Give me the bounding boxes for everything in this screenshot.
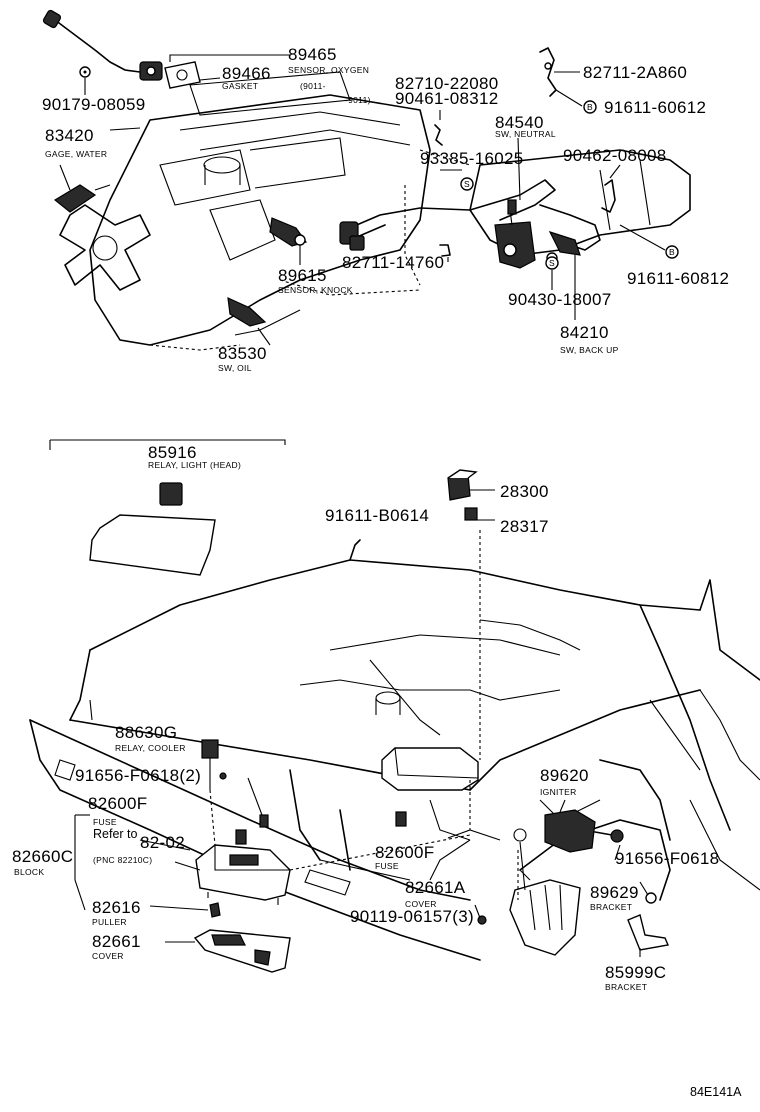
label-82661-name: COVER: [92, 951, 124, 961]
relay-inset: [49, 439, 286, 576]
marker-b-label: B: [587, 102, 593, 112]
label-91611-b0614: 91611-B0614: [325, 506, 429, 525]
label-82616-name: PULLER: [92, 917, 127, 927]
cooler-relay-icon: [201, 739, 219, 790]
label-pnc: (PNC 82210C): [93, 855, 152, 865]
igniter-icon: [544, 809, 624, 853]
label-90179: 90179-08059: [42, 95, 146, 114]
label-82661: 82661: [92, 932, 141, 951]
fan-icon: [59, 204, 151, 291]
label-82660c: 82660C: [12, 847, 73, 866]
label-82600f-b-name: FUSE: [375, 861, 399, 871]
label-range-b: -9011): [345, 95, 371, 105]
label-84210-name: SW, BACK UP: [560, 345, 619, 355]
screw-icon-2: [219, 772, 227, 780]
neutral-switch-icon: [494, 199, 536, 269]
label-83420: 83420: [45, 126, 94, 145]
marker-s2-label: S: [549, 258, 555, 268]
label-89620: 89620: [540, 766, 589, 785]
marker-s: S: [460, 177, 474, 191]
label-90461: 90461-08312: [395, 89, 499, 108]
marker-s2: S: [545, 256, 559, 270]
label-89615-name: SENSOR, KNOCK: [278, 285, 353, 295]
label-91656-f0618: 91656-F0618: [615, 849, 719, 868]
label-range-a: (9011-: [300, 81, 326, 91]
label-82600f-a: 82600F: [88, 794, 147, 813]
label-90119: 90119-06157(3): [350, 907, 474, 926]
label-83530: 83530: [218, 344, 267, 363]
label-82660c-name: BLOCK: [14, 867, 44, 877]
label-89465-name: SENSOR, OXYGEN: [288, 65, 369, 75]
engine-illustration: [59, 71, 691, 351]
label-82616: 82616: [92, 898, 141, 917]
label-85999c: 85999C: [605, 963, 666, 982]
label-82600f-b: 82600F: [375, 843, 434, 862]
label-90430: 90430-18007: [508, 290, 612, 309]
label-85916: 85916: [148, 443, 197, 462]
label-91656-f0618-2: 91656-F0618(2): [75, 766, 201, 785]
label-85999c-name: BRACKET: [605, 982, 647, 992]
label-88630g-name: RELAY, COOLER: [115, 743, 186, 753]
label-84540: 84540: [495, 113, 544, 132]
relay-28300-icon: [447, 469, 495, 521]
label-90462: 90462-08008: [563, 146, 667, 165]
label-91611-60812: 91611-60812: [627, 269, 729, 288]
marker-b: B: [583, 100, 597, 114]
oxygen-sensor-icon: [42, 9, 163, 81]
label-82710: 82710-22080: [395, 74, 499, 93]
knock-sensor-icon: [269, 217, 307, 247]
marker-b2: B: [665, 245, 679, 259]
part-labels: 89465 SENSOR, OXYGEN 89466 GASKET (9011-…: [12, 45, 742, 1099]
leader-lines-lower: [74, 699, 649, 957]
label-82600f-a-name: FUSE: [93, 817, 117, 827]
vehicle-body-illustration: [29, 539, 760, 961]
leader-lines-upper: [59, 54, 666, 346]
label-83530-name: SW, OIL: [218, 363, 252, 373]
label-82-02: 82-02: [140, 833, 185, 852]
clamp-icon-2: [439, 244, 451, 257]
marker-s-label: S: [464, 179, 470, 189]
label-85916-name: RELAY, LIGHT (HEAD): [148, 460, 241, 470]
marker-b3: [645, 892, 657, 904]
label-89620-name: IGNITER: [540, 787, 577, 797]
label-82711-14760: 82711-14760: [342, 253, 444, 272]
clip-icon: [601, 179, 616, 213]
marker-b2-label: B: [669, 247, 675, 257]
fuse-left-icon: [259, 814, 269, 828]
oil-switch-icon: [227, 297, 267, 327]
label-88630g: 88630G: [115, 723, 177, 742]
clamp-icon: [434, 124, 443, 146]
label-82661a-name: COVER: [405, 899, 437, 909]
label-refer-to: Refer to: [93, 827, 138, 841]
label-83420-name: GAGE, WATER: [45, 149, 107, 159]
nut-icon: [79, 66, 91, 78]
bracket-85999-icon: [627, 914, 669, 951]
gasket-icon: [164, 61, 201, 89]
label-89466-name: GASKET: [222, 81, 258, 91]
label-91611-60612: 91611-60612: [604, 98, 706, 117]
fuse-block-icon: [195, 829, 291, 905]
label-28317: 28317: [500, 517, 549, 536]
label-82711-2a860: 82711-2A860: [583, 63, 687, 82]
label-84210: 84210: [560, 323, 609, 342]
label-89615: 89615: [278, 266, 327, 285]
label-89629-name: BRACKET: [590, 902, 632, 912]
label-89465: 89465: [288, 45, 337, 64]
fuse-right-icon: [395, 811, 407, 827]
water-gage-icon: [53, 184, 111, 213]
module-box-icon: [381, 747, 479, 791]
figure-code: 84E141A: [690, 1085, 742, 1099]
label-82661a: 82661A: [405, 878, 466, 897]
label-28300: 28300: [500, 482, 549, 501]
bracket-89629-icon: [509, 828, 581, 956]
label-93385: 93385-16025: [420, 149, 524, 168]
label-84540-name: SW, NEUTRAL: [495, 129, 556, 139]
cover-82661-icon: [193, 929, 291, 973]
label-89629: 89629: [590, 883, 639, 902]
puller-icon: [209, 902, 221, 918]
bracket-icon: [539, 47, 557, 97]
label-89466: 89466: [222, 64, 271, 83]
